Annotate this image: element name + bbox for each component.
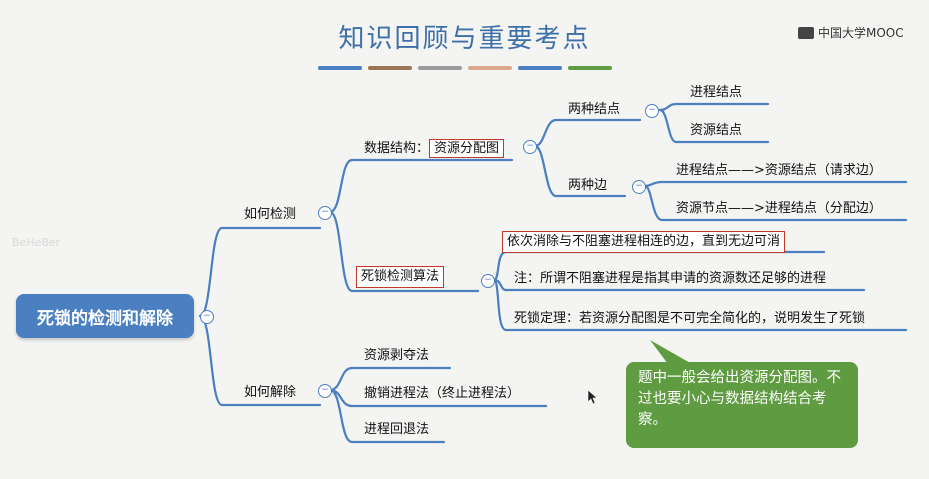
link-resource-node	[658, 108, 678, 144]
slide-title: 知识回顾与重要考点	[338, 24, 591, 54]
color-bar	[568, 66, 612, 70]
callout-pointer	[650, 340, 692, 364]
color-bar	[368, 66, 412, 70]
link-recover-m3	[328, 388, 354, 444]
link-algo-step1	[492, 250, 508, 282]
node-node-types[interactable]: 两种结点	[568, 102, 621, 117]
link-ds-nodes	[533, 118, 558, 148]
collapse-recover-icon[interactable]: −	[318, 384, 332, 398]
link-recover-m1	[328, 366, 354, 392]
node-process-node[interactable]: 进程结点	[690, 85, 743, 100]
link-root-detect	[198, 226, 224, 318]
link-root-recover	[198, 314, 224, 407]
collapse-root-icon[interactable]: −	[200, 310, 214, 324]
node-algo[interactable]: 死锁检测算法	[356, 266, 445, 288]
node-edge-types[interactable]: 两种边	[568, 178, 608, 193]
link-process-node	[658, 102, 678, 112]
link-ds-edges	[533, 144, 558, 198]
node-resource-node[interactable]: 资源结点	[690, 123, 743, 138]
color-bar	[318, 66, 362, 70]
collapse-ds-icon[interactable]: −	[523, 140, 537, 154]
node-recover-m2[interactable]: 撤销进程法（终止进程法）	[364, 386, 521, 401]
link-request-edge	[643, 180, 664, 188]
collapse-detect-icon[interactable]: −	[318, 206, 332, 220]
node-detect[interactable]: 如何检测	[244, 207, 297, 222]
link-assign-edge	[643, 184, 664, 222]
node-recover-m1[interactable]: 资源剥夺法	[364, 348, 430, 363]
color-bar	[518, 66, 562, 70]
node-recover[interactable]: 如何解除	[244, 385, 297, 400]
color-bar	[468, 66, 512, 70]
callout-note: 题中一般会给出资源分配图。不过也要小心与数据结构结合考察。	[626, 362, 858, 448]
watermark: BeHeBer	[12, 236, 61, 249]
collapse-edge-types-icon[interactable]: −	[632, 180, 646, 194]
link-detect-algo	[328, 210, 354, 293]
mooc-logo: 中国大学MOOC	[798, 24, 904, 41]
node-data-structure-prefix: 数据结构：	[364, 141, 430, 156]
mooc-logo-text: 中国大学MOOC	[818, 26, 904, 40]
node-algo-step1[interactable]: 依次消除与不阻塞进程相连的边，直到无边可消	[502, 231, 786, 253]
node-data-structure[interactable]: 数据结构：资源分配图	[364, 139, 505, 158]
collapse-node-types-icon[interactable]: −	[645, 104, 659, 118]
link-algo-theorem	[492, 278, 508, 332]
node-algo-theorem[interactable]: 死锁定理：若资源分配图是不可完全简化的，说明发生了死锁	[514, 311, 866, 326]
collapse-algo-icon[interactable]: −	[481, 274, 495, 288]
node-data-structure-boxed: 资源分配图	[429, 139, 505, 158]
node-assign-edge[interactable]: 资源节点——>进程结点（分配边）	[676, 201, 882, 216]
node-request-edge[interactable]: 进程结点——>资源结点（请求边）	[676, 163, 882, 178]
root-node[interactable]: 死锁的检测和解除	[16, 294, 194, 338]
node-algo-note[interactable]: 注：所谓不阻塞进程是指其申请的资源数还足够的进程	[514, 271, 827, 286]
link-detect-ds	[328, 158, 354, 214]
title-color-bars	[318, 66, 612, 70]
node-recover-m3[interactable]: 进程回退法	[364, 422, 430, 437]
color-bar	[418, 66, 462, 70]
mooc-logo-icon	[798, 26, 814, 39]
